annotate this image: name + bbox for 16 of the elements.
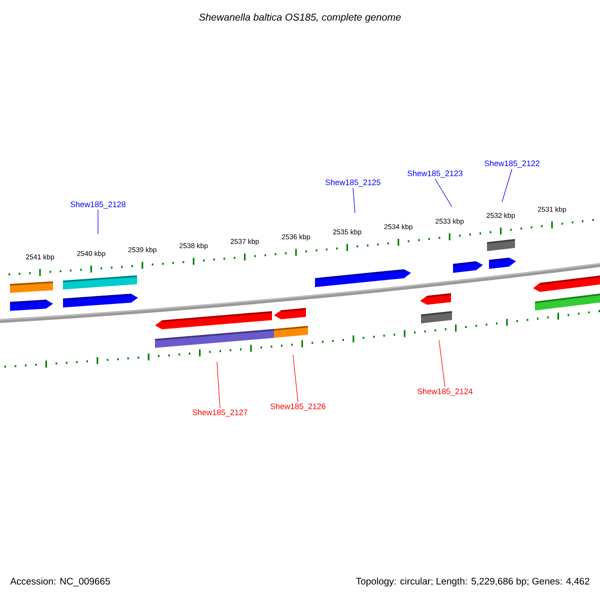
title: Shewanella baltica OS185, complete genome xyxy=(199,13,401,23)
leader-line xyxy=(438,340,446,388)
gene-label: Shew185_2124 xyxy=(418,388,473,396)
leader-line xyxy=(502,168,512,202)
leader-line xyxy=(434,178,452,208)
gene-label: Shew185_2125 xyxy=(326,179,380,187)
footer-text: Topology: circular; Length: 5,229,686 bp; Genes: 4,462 xyxy=(356,578,590,586)
gene-label: Shew185_2126 xyxy=(270,403,326,411)
footer-text: Accession: NC_009665 xyxy=(10,578,110,586)
gene-label: Shew185_2122 xyxy=(484,160,540,168)
gene-label: Shew185_2123 xyxy=(408,170,462,178)
gene-label: Shew185_2128 xyxy=(70,201,126,209)
leader-line xyxy=(352,188,356,214)
leader-line xyxy=(292,354,298,402)
leader-line xyxy=(216,362,220,408)
gene-label: Shew185_2127 xyxy=(192,409,248,417)
